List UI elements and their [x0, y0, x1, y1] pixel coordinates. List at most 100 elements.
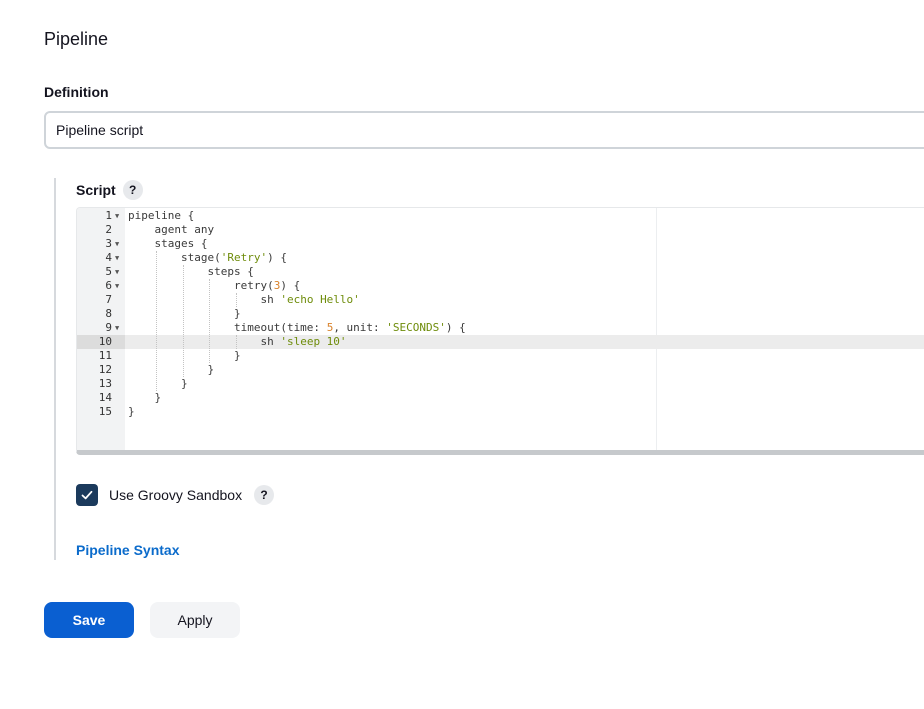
code-text: } — [128, 377, 188, 391]
code-line[interactable]: 5▼ steps { — [77, 265, 924, 279]
indent-guide — [182, 265, 184, 377]
code-text: } — [128, 307, 241, 321]
script-field-label: Script ? — [76, 180, 143, 200]
definition-label: Definition — [44, 84, 109, 100]
fold-toggle-icon[interactable]: ▼ — [115, 212, 120, 220]
editor-print-margin — [656, 208, 657, 450]
code-token: 5 — [326, 321, 334, 334]
script-help-icon[interactable]: ? — [122, 180, 143, 200]
fold-toggle-icon[interactable]: ▼ — [115, 282, 120, 290]
code-token: } — [128, 405, 135, 418]
fold-toggle-icon[interactable]: ▼ — [115, 254, 120, 262]
code-text: } — [128, 405, 135, 419]
code-line[interactable]: 9▼ timeout(time: 5, unit: 'SECONDS') { — [77, 321, 924, 335]
code-token: , unit: — [333, 321, 387, 334]
save-button[interactable]: Save — [44, 602, 134, 638]
sandbox-help-icon[interactable]: ? — [254, 485, 275, 505]
code-token: stages { — [128, 237, 208, 250]
line-number: 10 — [77, 335, 125, 349]
code-token: agent any — [128, 223, 215, 236]
code-line[interactable]: 15} — [77, 405, 924, 419]
indent-guide — [235, 293, 237, 307]
line-number: 7 — [105, 293, 112, 306]
code-text: timeout(time: 5, unit: 'SECONDS') { — [128, 321, 466, 335]
code-line[interactable]: 12 } — [77, 363, 924, 377]
code-token: stage( — [128, 251, 221, 264]
code-token: } — [128, 377, 188, 390]
line-number: 9 — [105, 321, 112, 334]
line-number: 1 — [105, 209, 112, 222]
code-line[interactable]: 13 } — [77, 377, 924, 391]
code-token: 3 — [273, 279, 281, 292]
code-text: } — [128, 391, 161, 405]
pipeline-syntax-link[interactable]: Pipeline Syntax — [76, 542, 180, 558]
code-line[interactable]: 10 sh 'sleep 10' — [77, 335, 924, 349]
groovy-sandbox-row: Use Groovy Sandbox ? — [76, 484, 275, 506]
indent-guide — [156, 251, 158, 391]
fold-toggle-icon[interactable]: ▼ — [115, 324, 120, 332]
code-line[interactable]: 1▼ pipeline { — [77, 209, 924, 223]
code-token: 'Retry' — [220, 251, 268, 264]
code-token: sh — [128, 335, 281, 348]
code-token: ) { — [445, 321, 466, 334]
code-token: ) { — [267, 251, 287, 264]
fold-toggle-icon[interactable]: ▼ — [115, 268, 120, 276]
definition-select[interactable]: Pipeline script — [44, 111, 924, 149]
line-number: 5 — [105, 265, 112, 278]
code-token: 'sleep 10' — [280, 335, 347, 348]
line-number: 8 — [105, 307, 112, 320]
code-line[interactable]: 3▼ stages { — [77, 237, 924, 251]
code-text: retry(3) { — [128, 279, 300, 293]
line-number: 11 — [98, 349, 112, 362]
editor-gutter — [77, 208, 125, 450]
code-text: stages { — [128, 237, 207, 251]
code-line[interactable]: 7 sh 'echo Hello' — [77, 293, 924, 307]
section-title: Pipeline — [44, 29, 109, 49]
line-number: 15 — [98, 405, 112, 418]
code-token: } — [128, 391, 162, 404]
script-label: Script — [76, 182, 116, 198]
code-line[interactable]: 8 } — [77, 307, 924, 321]
code-text: sh 'sleep 10' — [128, 335, 347, 349]
code-token: pipeline { — [128, 209, 195, 222]
code-token: steps { — [128, 265, 254, 278]
code-text: sh 'echo Hello' — [128, 293, 359, 307]
apply-button[interactable]: Apply — [150, 602, 240, 638]
nested-section-border — [54, 178, 56, 560]
code-token: ) { — [280, 279, 301, 292]
line-number: 13 — [98, 377, 112, 390]
groovy-sandbox-label: Use Groovy Sandbox — [109, 487, 243, 503]
code-text: stage('Retry') { — [128, 251, 287, 265]
code-line[interactable]: 6▼ retry(3) { — [77, 279, 924, 293]
code-token: retry( — [128, 279, 274, 292]
code-text: pipeline { — [128, 209, 194, 223]
code-token: } — [128, 307, 241, 320]
code-token: timeout(time: — [128, 321, 327, 334]
code-token: } — [128, 363, 215, 376]
indent-guide — [209, 279, 211, 363]
code-text: } — [128, 349, 241, 363]
code-line[interactable]: 4▼ stage('Retry') { — [77, 251, 924, 265]
line-number: 12 — [98, 363, 112, 376]
fold-toggle-icon[interactable]: ▼ — [115, 240, 120, 248]
code-token: sh — [128, 293, 281, 306]
line-number: 14 — [98, 391, 112, 404]
code-line[interactable]: 11 } — [77, 349, 924, 363]
definition-select-value: Pipeline script — [56, 122, 144, 138]
checkmark-icon — [81, 490, 93, 500]
groovy-sandbox-checkbox[interactable] — [76, 484, 98, 506]
code-text: agent any — [128, 223, 214, 237]
code-line[interactable]: 2 agent any — [77, 223, 924, 237]
line-number: 3 — [105, 237, 112, 250]
code-token: 'SECONDS' — [386, 321, 446, 334]
code-text: } — [128, 363, 214, 377]
line-number: 2 — [105, 223, 112, 236]
code-text: steps { — [128, 265, 254, 279]
code-token: } — [128, 349, 241, 362]
line-number: 4 — [105, 251, 112, 264]
line-number: 6 — [105, 279, 112, 292]
code-line[interactable]: 14 } — [77, 391, 924, 405]
